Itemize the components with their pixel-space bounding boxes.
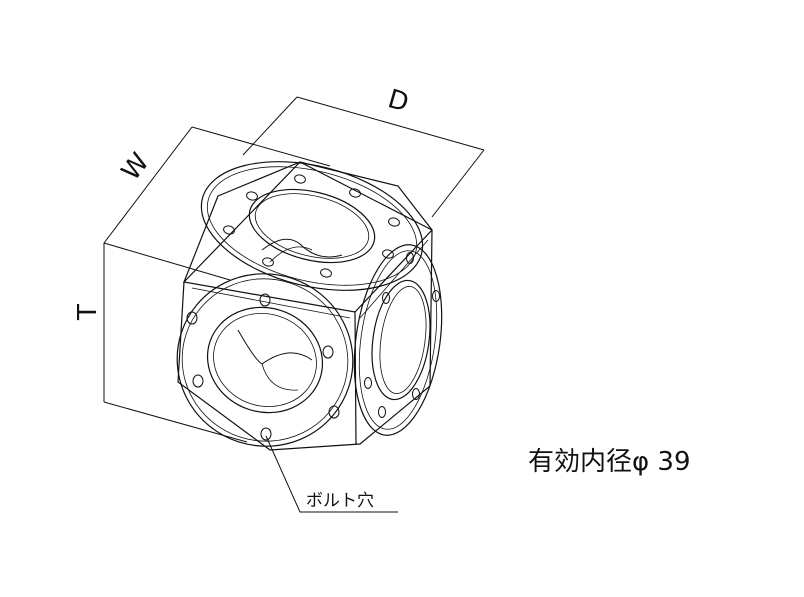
flange-top-outer bbox=[200, 161, 424, 291]
bolt-hole bbox=[192, 374, 204, 388]
bolt-hole bbox=[349, 188, 361, 198]
bolt-hole bbox=[412, 388, 420, 400]
bolt-hole bbox=[328, 405, 340, 419]
dimension-label-w: W bbox=[116, 148, 155, 187]
bolt-hole bbox=[294, 174, 306, 184]
flange-front-outer-step bbox=[181, 278, 349, 442]
bolt-hole bbox=[378, 406, 386, 418]
bolt-hole bbox=[382, 249, 394, 259]
bolt-hole bbox=[246, 191, 258, 201]
flange-right bbox=[353, 244, 443, 436]
flange-top-outer-step bbox=[206, 166, 418, 286]
flange-right-bore bbox=[371, 279, 431, 401]
dimension-line-w bbox=[103, 126, 193, 244]
flange-front-outer bbox=[176, 273, 354, 447]
bolt-hole-label: ボルト穴 bbox=[306, 491, 374, 511]
flange-right-outer-step bbox=[358, 250, 438, 430]
flange-top-bore-inner bbox=[254, 193, 370, 259]
flange-front-bolt-holes bbox=[186, 293, 340, 441]
flange-top-bolt-holes bbox=[223, 174, 400, 278]
cube-chamfer-edge-right bbox=[359, 239, 429, 319]
flange-right-bolt-holes bbox=[364, 252, 440, 418]
dimension-label-t: T bbox=[73, 304, 103, 321]
bolt-hole bbox=[322, 345, 334, 359]
bolt-hole bbox=[320, 268, 332, 278]
dimension-line-d bbox=[296, 96, 485, 151]
extension-line-d-right bbox=[431, 149, 485, 218]
bolt-hole-leader-line bbox=[265, 435, 398, 513]
flange-top-inner-curve bbox=[261, 238, 343, 258]
bolt-hole bbox=[364, 377, 372, 389]
cube-front-edge bbox=[354, 311, 357, 445]
cube-chamfer-edge-left bbox=[191, 287, 351, 319]
flange-front-bore bbox=[206, 306, 324, 414]
flange-right-outer bbox=[353, 244, 443, 436]
bolt-hole bbox=[186, 311, 198, 325]
dimension-lines bbox=[103, 96, 485, 443]
bolt-hole bbox=[432, 290, 440, 302]
cube-body bbox=[177, 161, 433, 451]
flange-top-inner-curve-2 bbox=[269, 246, 313, 263]
cube-top-face bbox=[182, 161, 433, 313]
flange-front bbox=[176, 273, 354, 447]
flange-front-bore-inner bbox=[213, 312, 317, 408]
flange-front-inner-curve bbox=[237, 329, 313, 365]
bolt-hole bbox=[388, 217, 400, 227]
extension-line-w-top bbox=[191, 126, 331, 167]
bolt-hole bbox=[406, 252, 414, 264]
flange-right-bore-inner bbox=[379, 286, 427, 394]
bolt-hole bbox=[382, 292, 390, 304]
extension-line-d-left bbox=[242, 96, 298, 156]
bolt-hole bbox=[260, 427, 272, 441]
dimension-label-d: D bbox=[384, 84, 412, 118]
flange-front-inner-curve-2 bbox=[261, 363, 299, 391]
flange-top-bore bbox=[248, 188, 376, 264]
inner-diameter-spec: 有効内径φ 39 bbox=[528, 447, 691, 477]
cube-outline bbox=[177, 161, 433, 451]
bolt-hole bbox=[223, 225, 235, 235]
bolt-hole bbox=[259, 293, 271, 307]
extension-line-w-bottom bbox=[103, 242, 231, 281]
bolt-hole bbox=[262, 257, 274, 267]
flange-top bbox=[200, 161, 424, 291]
